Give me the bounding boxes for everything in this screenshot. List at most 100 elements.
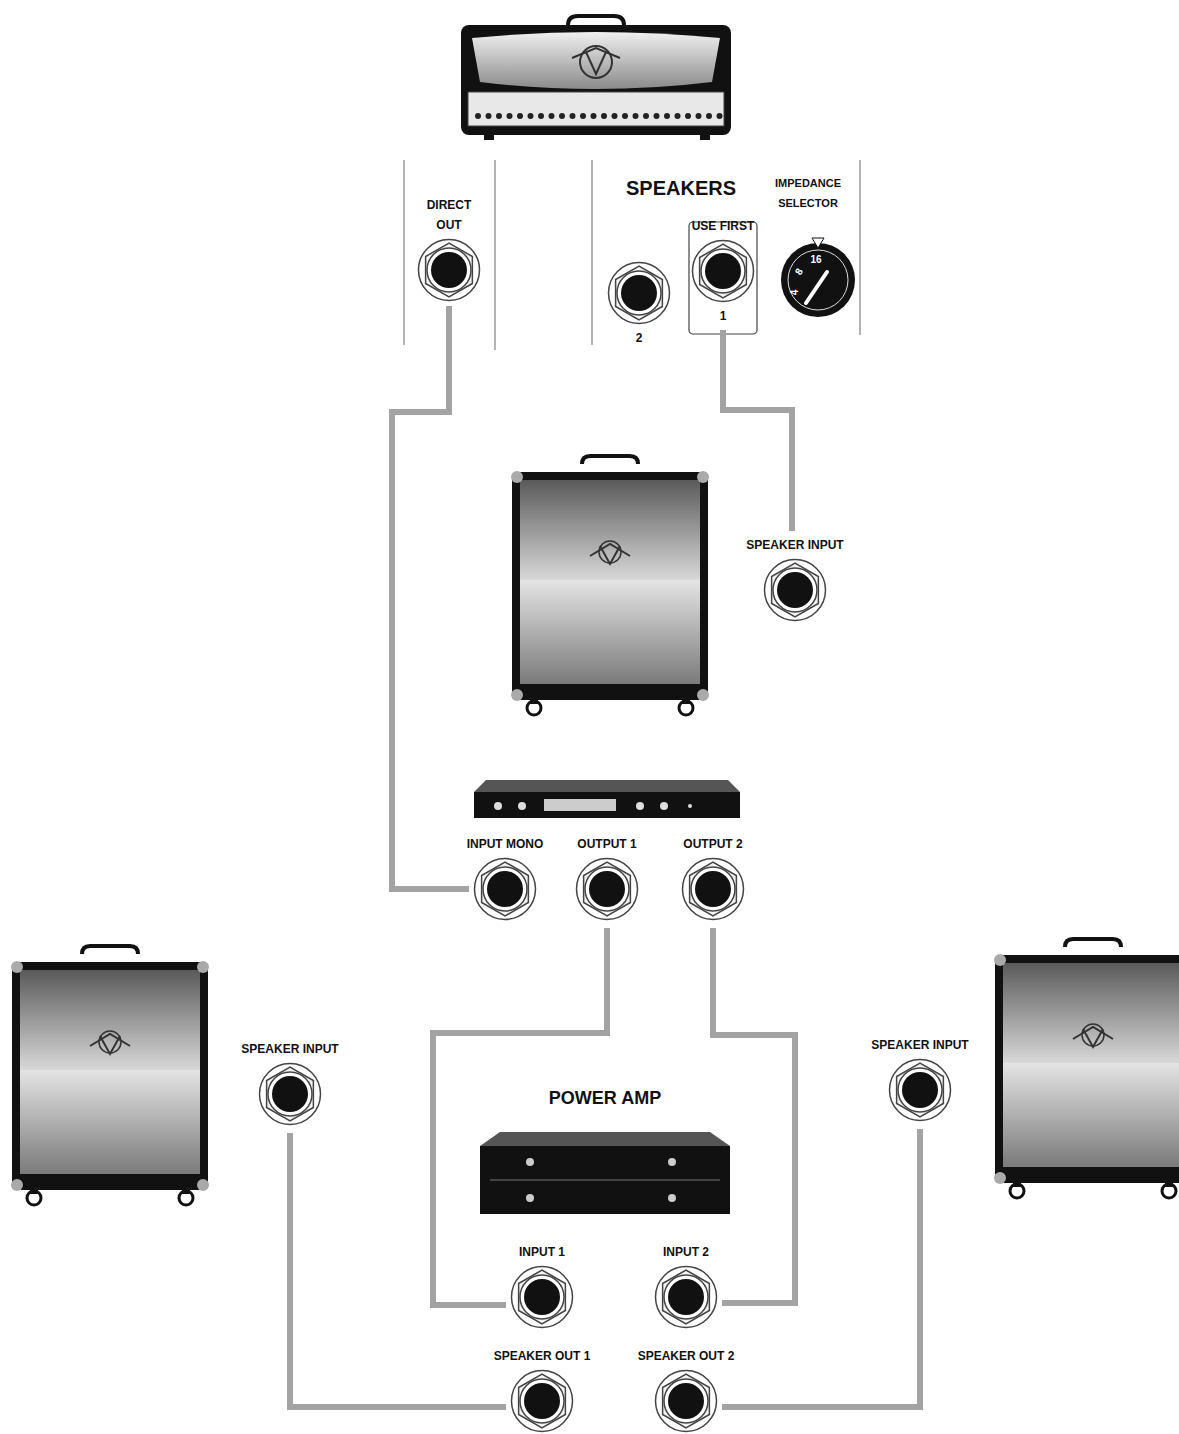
- jack-hole: [705, 253, 741, 289]
- panel-label: POWER AMP: [549, 1088, 661, 1109]
- control-knob: [664, 113, 670, 119]
- jack-nut: [663, 1270, 710, 1324]
- jack-ring: [475, 859, 536, 920]
- jack-ring: [419, 240, 480, 301]
- jack-washer: [427, 248, 471, 292]
- jack-socket: [575, 857, 639, 921]
- control-knob: [706, 113, 712, 119]
- control-knob: [696, 113, 702, 119]
- jack-socket: [473, 857, 537, 921]
- patch-cable: [722, 1129, 920, 1407]
- jack-nut: [519, 1270, 566, 1324]
- jack-label: OUTPUT 2: [683, 834, 742, 854]
- jack-label: INPUT 1: [519, 1242, 565, 1262]
- jack-label: SPEAKER OUT 1: [494, 1346, 591, 1366]
- jack-ring: [656, 1267, 717, 1328]
- jack-node: INPUT MONO: [467, 834, 544, 924]
- jack-socket: [763, 558, 827, 622]
- jack-nut: [426, 243, 473, 297]
- jack-node: USE FIRST 1: [691, 216, 755, 326]
- panel-lines: [404, 160, 860, 350]
- jack-node: INPUT 1: [510, 1242, 574, 1332]
- jack-node: SPEAKER OUT 2: [638, 1346, 735, 1434]
- jack-node: SPEAKER OUT 1: [494, 1346, 591, 1434]
- jack-label: 1: [720, 306, 727, 326]
- jack-label: USE FIRST: [692, 216, 755, 236]
- jack-washer: [483, 867, 527, 911]
- control-knob: [601, 113, 607, 119]
- jack-socket: [888, 1058, 952, 1122]
- jack-node: OUTPUT 2: [681, 834, 745, 924]
- jack-washer: [268, 1072, 312, 1116]
- jack-node: OUTPUT 1: [575, 834, 639, 924]
- control-knob: [507, 113, 513, 119]
- patch-cable: [713, 928, 795, 1303]
- jack-label: OUTPUT 1: [577, 834, 636, 854]
- impedance-value: 4: [790, 289, 801, 295]
- control-knob: [549, 113, 555, 119]
- speaker-cabinet: [511, 456, 709, 715]
- jack-node: 2: [607, 258, 671, 348]
- panel-label: IMPEDANCE SELECTOR: [768, 173, 848, 213]
- jack-ring: [577, 859, 638, 920]
- jack-hole: [695, 871, 731, 907]
- jack-washer: [617, 271, 661, 315]
- jack-ring: [890, 1060, 951, 1121]
- jack-washer: [664, 1275, 708, 1319]
- jack-node: INPUT 2: [654, 1242, 718, 1332]
- control-knob: [538, 113, 544, 119]
- speaker-cabinet: [11, 946, 209, 1205]
- jack-washer: [691, 867, 735, 911]
- control-knob: [717, 113, 723, 119]
- jack-hole: [272, 1076, 308, 1112]
- jack-nut: [267, 1067, 314, 1121]
- jack-socket: [654, 1265, 718, 1329]
- jack-ring: [512, 1371, 573, 1432]
- use-first-frame: [689, 222, 757, 334]
- jack-socket: [510, 1265, 574, 1329]
- jack-ring: [512, 1267, 573, 1328]
- jack-hole: [487, 871, 523, 907]
- control-knob: [591, 113, 597, 119]
- jack-socket: [417, 238, 481, 302]
- control-knob: [517, 113, 523, 119]
- jack-washer: [773, 568, 817, 612]
- control-knob: [475, 113, 481, 119]
- jack-washer: [520, 1379, 564, 1423]
- jack-hole: [431, 252, 467, 288]
- jack-label: INPUT MONO: [467, 834, 544, 854]
- patch-cable: [290, 1133, 506, 1407]
- control-knob: [685, 113, 691, 119]
- jack-node: SPEAKER INPUT: [871, 1035, 968, 1125]
- impedance-knob: [781, 238, 855, 317]
- rack-effect: [474, 780, 740, 818]
- jack-socket: [607, 261, 671, 325]
- control-knob: [559, 113, 565, 119]
- jack-hole: [524, 1279, 560, 1315]
- patch-cable: [433, 928, 607, 1305]
- control-knob: [528, 113, 534, 119]
- jack-ring: [683, 859, 744, 920]
- control-knob: [643, 113, 649, 119]
- jack-hole: [524, 1383, 560, 1419]
- jack-socket: [681, 857, 745, 921]
- jack-nut: [897, 1063, 944, 1117]
- jack-label: SPEAKER INPUT: [746, 535, 843, 555]
- power-amp: [480, 1132, 730, 1214]
- impedance-value: 16: [810, 254, 821, 265]
- jack-node: DIRECT OUT: [417, 195, 481, 305]
- jack-nut: [700, 244, 747, 298]
- jack-hole: [777, 572, 813, 608]
- jack-socket: [510, 1369, 574, 1433]
- jack-ring: [693, 241, 754, 302]
- jack-nut: [663, 1374, 710, 1428]
- jack-label: SPEAKER OUT 2: [638, 1346, 735, 1366]
- jack-label: INPUT 2: [663, 1242, 709, 1262]
- jack-label: SPEAKER INPUT: [241, 1039, 338, 1059]
- control-knob: [612, 113, 618, 119]
- jack-label: 2: [636, 328, 643, 348]
- control-knob: [486, 113, 492, 119]
- jack-washer: [520, 1275, 564, 1319]
